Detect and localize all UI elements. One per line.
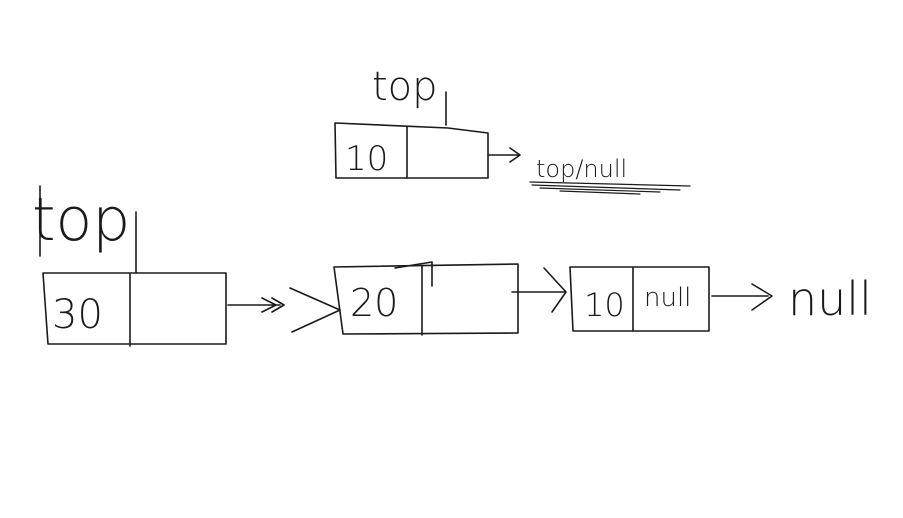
node-30-value: 30: [52, 292, 103, 338]
node-10-next: null: [644, 283, 691, 313]
top-node-value: 10: [345, 139, 388, 179]
node-20-box: [333, 263, 519, 335]
node-30-box: [42, 272, 227, 345]
node-30: 30: [42, 272, 227, 347]
node-10-box: [569, 266, 710, 332]
node-20-value: 20: [350, 281, 398, 325]
top-pointer-label: top: [372, 64, 438, 110]
top-stack-diagram: top 10 top/null: [334, 64, 691, 195]
top-node-10: 10: [334, 122, 489, 179]
terminal-null: null: [788, 272, 872, 326]
node-20-overdraw: [394, 261, 433, 287]
arrow-10-to-null: [711, 283, 773, 311]
bottom-linked-list: top 30 20 10 null null: [32, 185, 872, 347]
scribble-underline: [529, 181, 691, 195]
node-10-value: 10: [584, 286, 625, 324]
arrow-30-to-20-head: [227, 297, 285, 313]
arrow-30-to-20-chevron: [289, 287, 341, 333]
bottom-pointer-label: top: [32, 185, 130, 255]
arrow-20-to-10: [511, 267, 567, 313]
node-10: 10 null: [569, 266, 710, 332]
top-next-arrow: [487, 147, 521, 163]
node-20: 20: [333, 261, 519, 336]
top-after-arrow-text: top/null: [536, 155, 627, 183]
